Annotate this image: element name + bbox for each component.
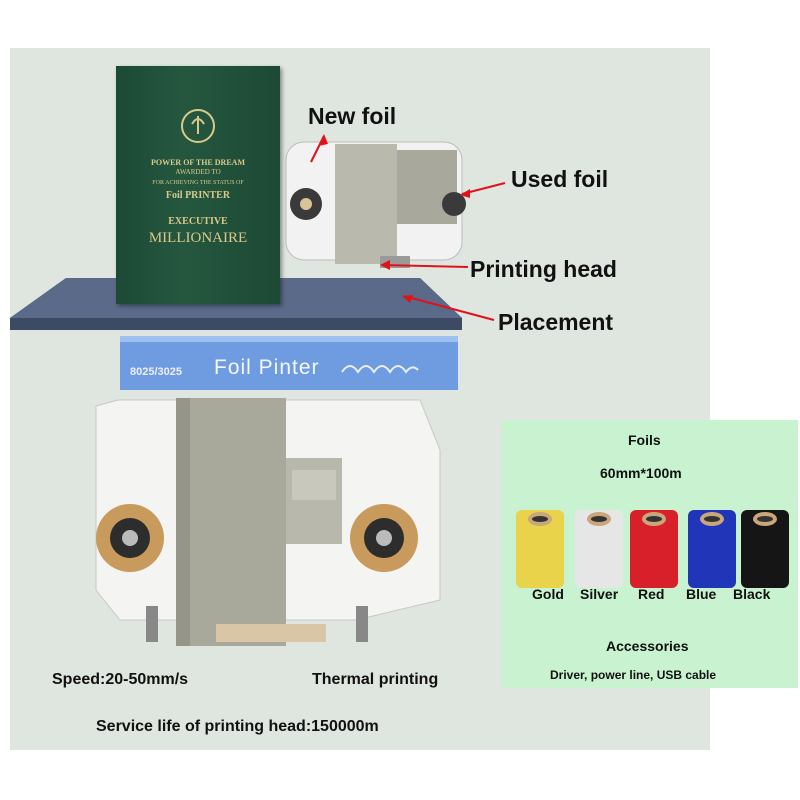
model-number: 8025/3025: [130, 366, 182, 378]
foil-color-gold: Gold: [532, 586, 564, 602]
label-used-foil: Used foil: [511, 166, 609, 192]
foils-title: Foils: [628, 432, 661, 448]
accessories-text: Driver, power line, USB cable: [550, 668, 717, 682]
accessories-title: Accessories: [606, 638, 689, 654]
foil-roll-red: [630, 510, 678, 588]
foil-color-black: Black: [733, 586, 771, 602]
foils-size: 60mm*100m: [600, 465, 682, 481]
service-life-spec: Service life of printing head:150000m: [96, 718, 379, 735]
foil-color-silver: Silver: [580, 586, 619, 602]
print-head-closeup: [95, 398, 441, 646]
label-placement: Placement: [498, 309, 614, 335]
foil-roll-gold: [516, 510, 564, 588]
foil-roll-blue: [688, 510, 736, 588]
wave-logo-icon: [341, 365, 419, 374]
book-line-4: Foil PRINTER: [165, 190, 231, 201]
label-new-foil: New foil: [308, 103, 397, 129]
label-printing-head: Printing head: [470, 256, 617, 282]
foil-roll-black: [741, 510, 789, 588]
foil-color-red: Red: [638, 586, 665, 602]
speed-spec: Speed:20-50mm/s: [52, 671, 189, 688]
foil-color-blue: Blue: [686, 586, 717, 602]
thermal-printing-spec: Thermal printing: [312, 671, 439, 688]
book-line-2: AWARDED TO: [175, 168, 221, 176]
foil-roll-silver: [575, 510, 623, 588]
book-line-3: FOR ACHIEVING THE STATUS OF: [152, 180, 244, 186]
award-book: POWER OF THE DREAM AWARDED TO FOR ACHIEV…: [116, 66, 280, 304]
book-line-5: EXECUTIVE: [168, 216, 228, 227]
book-line-6: MILLIONAIRE: [148, 230, 248, 246]
laurel-logo-icon: [181, 109, 215, 143]
machine-name: Foil Pinter: [214, 356, 320, 379]
book-line-1: POWER OF THE DREAM: [150, 158, 245, 167]
